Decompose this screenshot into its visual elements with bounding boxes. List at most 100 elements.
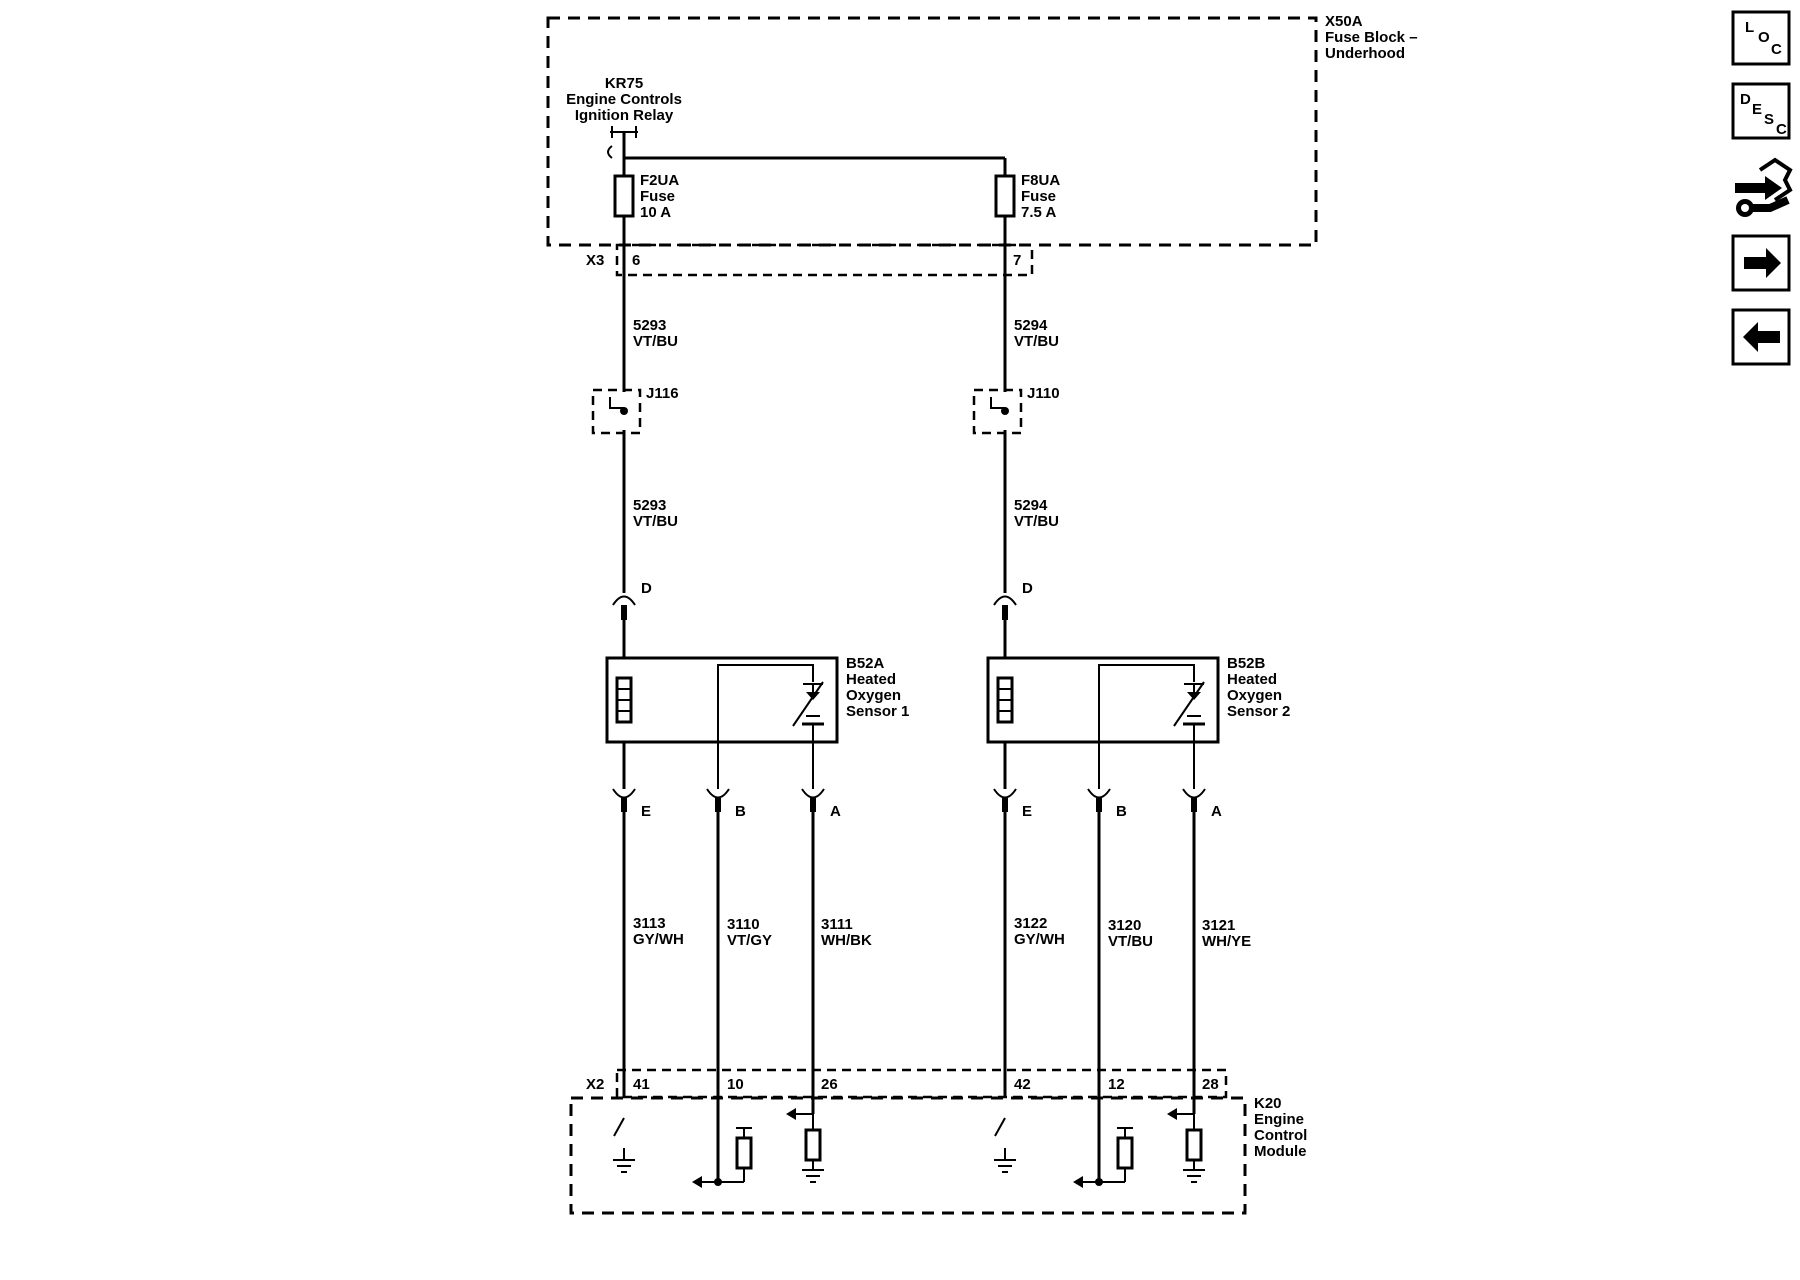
previous-page-button[interactable] xyxy=(1731,308,1791,366)
b52a-signal-low-path xyxy=(717,664,814,789)
wire-5294-lower-color: VT/BU xyxy=(1014,513,1059,530)
x2-label: X2 xyxy=(586,1076,604,1093)
ecm-signal-input-1 xyxy=(786,1108,824,1183)
x2-pin-12: 12 xyxy=(1108,1076,1125,1093)
k20-ecm-boundary xyxy=(569,1096,1247,1215)
k20-desc-line3: Module xyxy=(1254,1143,1307,1160)
f2ua-rating: 10 A xyxy=(640,204,671,221)
wire-3110-number: 3110 xyxy=(727,916,760,933)
f8ua-label: F8UA xyxy=(1021,172,1060,189)
b52a-desc-line2: Oxygen xyxy=(846,687,901,704)
wire-3122-number: 3122 xyxy=(1014,915,1047,932)
wire-3113-number: 3113 xyxy=(633,915,666,932)
kr75-relay-contact xyxy=(607,126,638,159)
x2-pin-28: 28 xyxy=(1202,1076,1219,1093)
k20-desc-line1: Engine xyxy=(1254,1111,1304,1128)
b52b-pin-a-label: A xyxy=(1211,803,1222,820)
wire-3121-color: WH/YE xyxy=(1202,933,1251,950)
b52a-pin-b-label: B xyxy=(735,803,746,820)
x2-pin-26: 26 xyxy=(821,1076,838,1093)
k20-desc-line2: Control xyxy=(1254,1127,1307,1144)
x50a-fuse-block-boundary xyxy=(546,16,1318,247)
ecm-heater-driver-2 xyxy=(994,1117,1016,1173)
b52b-pin-e-label: E xyxy=(1022,803,1032,820)
x3-pin-7: 7 xyxy=(1013,252,1021,269)
j116-splice xyxy=(591,388,642,435)
x50a-desc-line2: Underhood xyxy=(1325,45,1405,62)
kr75-desc-line2: Ignition Relay xyxy=(575,107,674,124)
b52b-pin-b-connector xyxy=(1087,788,1111,812)
x50a-desc-line1: Fuse Block – xyxy=(1325,29,1418,46)
wire-3120-color: VT/BU xyxy=(1108,933,1153,950)
ecm-signal-low-ref-1 xyxy=(692,1127,753,1188)
x3-label: X3 xyxy=(586,252,604,269)
loc-button[interactable]: L O C xyxy=(1731,10,1791,66)
x2-pin-10: 10 xyxy=(727,1076,744,1093)
wire-3111-color: WH/BK xyxy=(821,932,872,949)
b52b-desc-line3: Sensor 2 xyxy=(1227,703,1290,720)
f8ua-fuse xyxy=(994,174,1016,218)
loc-l: L xyxy=(1745,19,1754,36)
wire-3121-number: 3121 xyxy=(1202,917,1235,934)
kr75-label: KR75 xyxy=(605,75,643,92)
wire-5294-upper-number: 5294 xyxy=(1014,317,1048,334)
f2ua-label: F2UA xyxy=(640,172,679,189)
b52b-pin-e-connector xyxy=(993,788,1017,812)
b52b-desc-line1: Heated xyxy=(1227,671,1277,688)
j110-splice xyxy=(972,388,1023,435)
b52a-label: B52A xyxy=(846,655,885,672)
wire-3120-number: 3120 xyxy=(1108,917,1141,934)
b52a-sensor-cell xyxy=(792,681,824,789)
desc-s: S xyxy=(1764,111,1774,128)
x3-connector xyxy=(615,243,1034,277)
f8ua-desc: Fuse xyxy=(1021,188,1056,205)
x50a-label: X50A xyxy=(1325,13,1363,30)
b52a-pin-a-label: A xyxy=(830,803,841,820)
desc-button[interactable]: D E S C xyxy=(1731,82,1791,140)
b52b-pin-a-connector xyxy=(1182,788,1206,812)
b52a-sensor-box xyxy=(605,656,839,744)
f2ua-fuse xyxy=(613,174,635,218)
f2ua-desc: Fuse xyxy=(640,188,675,205)
b52b-desc-line2: Oxygen xyxy=(1227,687,1282,704)
f8ua-rating: 7.5 A xyxy=(1021,204,1056,221)
b52b-pin-b-label: B xyxy=(1116,803,1127,820)
wire-5293-lower-number: 5293 xyxy=(633,497,666,514)
x2-pin-42: 42 xyxy=(1014,1076,1031,1093)
wire-5294-lower-number: 5294 xyxy=(1014,497,1048,514)
kr75-desc-line1: Engine Controls xyxy=(566,91,682,108)
wire-3111-number: 3111 xyxy=(821,916,853,933)
next-page-button[interactable] xyxy=(1731,234,1791,292)
k20-label: K20 xyxy=(1254,1095,1282,1112)
connector-tools-icon[interactable] xyxy=(1735,157,1793,217)
ecm-signal-low-ref-2 xyxy=(1073,1127,1134,1188)
ecm-signal-input-2 xyxy=(1167,1108,1205,1183)
wire-3122-color: GY/WH xyxy=(1014,931,1065,948)
b52b-pin-d-label: D xyxy=(1022,580,1033,597)
desc-d: D xyxy=(1740,91,1751,108)
b52a-desc-line1: Heated xyxy=(846,671,896,688)
b52b-pin-d-connector xyxy=(993,595,1017,606)
b52a-pin-b-connector xyxy=(706,788,730,812)
b52a-pin-d-label: D xyxy=(641,580,652,597)
j110-label: J110 xyxy=(1027,385,1060,402)
b52a-desc-line3: Sensor 1 xyxy=(846,703,909,720)
x2-connector xyxy=(615,1068,1228,1099)
b52b-sensor-box xyxy=(986,656,1220,744)
wire-5293-upper-number: 5293 xyxy=(633,317,666,334)
b52a-pin-e-label: E xyxy=(641,803,651,820)
j116-label: J116 xyxy=(646,385,679,402)
arrow-left-icon xyxy=(1743,322,1780,352)
wire-3113-color: GY/WH xyxy=(633,931,684,948)
wire-5293-lower-color: VT/BU xyxy=(633,513,678,530)
arrow-right-icon xyxy=(1744,248,1781,278)
loc-c: C xyxy=(1771,41,1782,58)
desc-c: C xyxy=(1776,121,1787,138)
b52b-label: B52B xyxy=(1227,655,1266,672)
wire-3110-color: VT/GY xyxy=(727,932,772,949)
ecm-heater-driver-1 xyxy=(613,1117,635,1173)
b52b-signal-low-path xyxy=(1098,664,1195,789)
wire-5293-upper-color: VT/BU xyxy=(633,333,678,350)
b52b-sensor-cell xyxy=(1173,681,1205,789)
